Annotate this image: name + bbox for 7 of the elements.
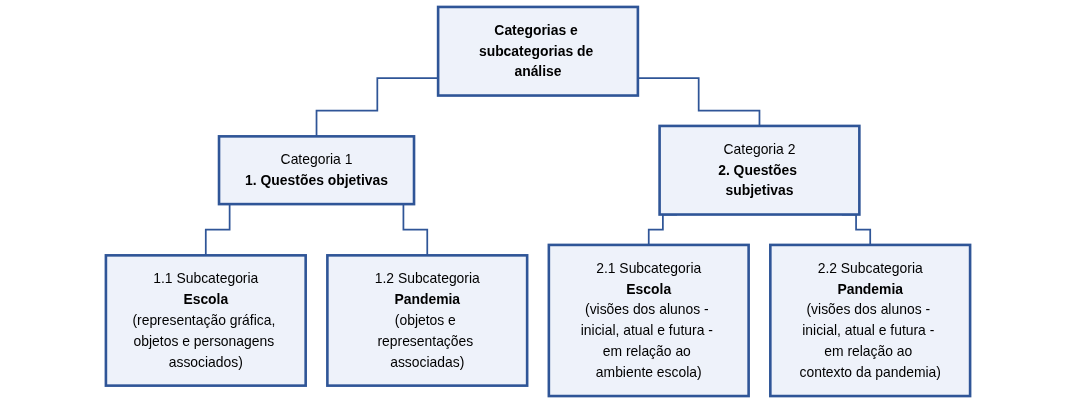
node-box: 2.1 Subcategoria Escola (visões dos alunos - inicial, atual e futura - em relação ao ambiente escola) (547, 243, 750, 398)
node-box: Categoria 1 1. Questões objetivas (217, 135, 416, 206)
node-box: Categoria 2 2. Questões subjetivas (658, 124, 861, 216)
node-box: 2.2 Subcategoria Pandemia (visões dos alunos - inicial, atual e futura - em relação ao contexto da pandemia) (769, 243, 972, 398)
node-box: Categorias e subcategorias de análise (436, 5, 640, 97)
node-box: 1.2 Subcategoria Pandemia (objetos e representações associadas) (326, 254, 529, 387)
node-box: 1.1 Subcategoria Escola (representação gráfica, objetos e personagens associados) (104, 254, 307, 387)
